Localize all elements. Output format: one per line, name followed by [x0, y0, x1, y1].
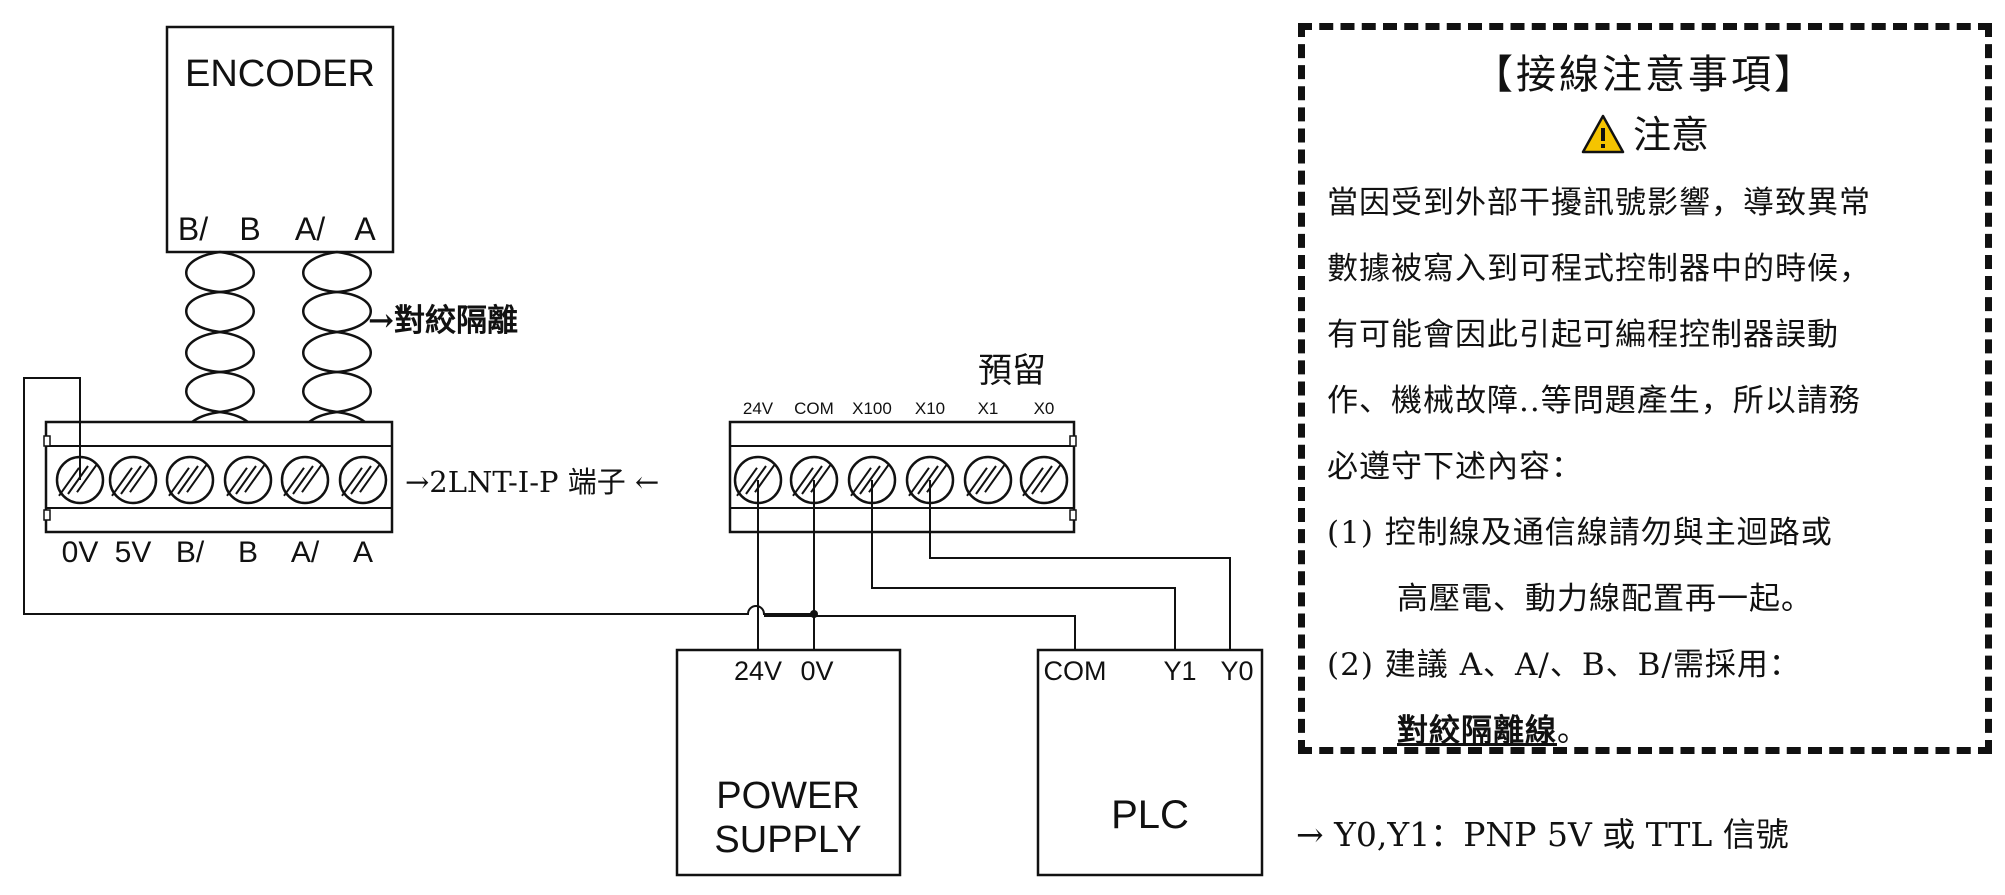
signal-note: → Y0,Y1：PNP 5V 或 TTL 信號	[1296, 815, 1789, 854]
notice-line: 必遵守下述內容：	[1327, 449, 1583, 485]
left-terminal-screw-3	[165, 455, 215, 505]
power-supply-name-line2: SUPPLY	[714, 819, 861, 861]
notice-item-2-emphasis: 對絞隔離線	[1397, 713, 1557, 749]
right-terminal-screw-5	[963, 455, 1013, 505]
left-terminal-label-0v: 0V	[62, 536, 99, 569]
wire-0v	[23, 377, 815, 650]
plc-pin-y0: Y0	[1220, 656, 1253, 686]
notice-line: 數據被寫入到可程式控制器中的時候，	[1327, 251, 1871, 287]
wires	[23, 377, 1231, 650]
encoder-title: ENCODER	[185, 53, 375, 95]
twisted-pair-label: →對絞隔離	[368, 303, 518, 339]
encoder-pin-b: B	[239, 211, 260, 247]
right-terminal-label-24v: 24V	[743, 399, 774, 418]
right-terminal-screw-6	[1019, 455, 1069, 505]
power-supply-block: 24V 0V POWER SUPPLY	[675, 648, 902, 877]
left-terminal-label-b: B	[238, 536, 258, 569]
left-terminal-screw-4	[223, 455, 273, 505]
power-supply-pin-24v: 24V	[734, 656, 782, 686]
right-terminal-label-com: COM	[794, 399, 834, 418]
left-terminal-screw-6	[338, 455, 388, 505]
notice-line: 當因受到外部干擾訊號影響，導致異常	[1327, 185, 1871, 221]
wire-x100	[871, 480, 1176, 650]
notice-paragraph: 當因受到外部干擾訊號影響，導致異常 數據被寫入到可程式控制器中的時候， 有可能會…	[1327, 170, 1963, 500]
caution-text: 注意	[1632, 113, 1709, 157]
right-terminal-label-x10: X10	[915, 399, 945, 418]
notice-line: 有可能會因此引起可編程控制器誤動	[1327, 317, 1839, 353]
left-terminal-bottom-labels: 0V 5V B/ B A/ A	[62, 536, 373, 569]
notice-item-2-end: 。	[1557, 713, 1589, 749]
notice-item-1-line2: 高壓電、動力線配置再一起。	[1397, 581, 1813, 617]
left-terminal-screw-5	[280, 455, 330, 505]
left-terminal-label-a: A	[353, 536, 373, 569]
left-terminal-label-5v: 5V	[115, 536, 152, 569]
notice-line: 作、機械故障..等問題產生，所以請務	[1327, 383, 1861, 419]
encoder-pin-a: A	[354, 211, 376, 247]
notice-item-1-line1: (1) 控制線及通信線請勿與主迴路或	[1327, 515, 1833, 551]
right-terminal-label-x0: X0	[1034, 399, 1055, 418]
notice-item-2-line1: (2) 建議 A、A/、B、B/需採用：	[1327, 647, 1801, 683]
encoder-pin-b-bar: B/	[178, 211, 208, 247]
notice-item-1: (1) 控制線及通信線請勿與主迴路或 高壓電、動力線配置再一起。	[1327, 500, 1963, 632]
wiring-notice-box: 【接線注意事項】 注意 當因受到外部干擾訊號影響，導致異常 數據被寫入到可程式控…	[1298, 23, 1992, 754]
plc-block: COM Y1 Y0 PLC	[1036, 648, 1264, 877]
wire-plc-com	[764, 615, 1076, 650]
notice-item-2: (2) 建議 A、A/、B、B/需採用： 對絞隔離線。	[1327, 632, 1963, 764]
caution-heading: 注意	[1327, 106, 1963, 164]
right-terminal-block: 預留 24V COM X100 X10 X1 X0	[728, 351, 1077, 534]
plc-name: PLC	[1111, 793, 1189, 837]
left-terminal-label-a-bar: A/	[291, 536, 320, 569]
right-terminal-label-x1: X1	[978, 399, 999, 418]
left-terminal-screw-2	[108, 455, 158, 505]
encoder-block: ENCODER B/ B A/ A	[165, 25, 395, 254]
encoder-pin-a-bar: A/	[295, 211, 325, 247]
plc-pin-y1: Y1	[1163, 656, 1196, 686]
reserved-label: 預留	[978, 351, 1046, 391]
warning-icon	[1581, 114, 1625, 154]
notice-title: 【接線注意事項】	[1473, 52, 1817, 98]
left-terminal-block: 0V 5V B/ B A/ A	[43, 420, 394, 569]
power-supply-name-line1: POWER	[716, 775, 860, 817]
power-supply-pin-0v: 0V	[800, 656, 833, 686]
terminal-model-label: →2LNT-I-P 端子 ←	[405, 465, 659, 499]
right-terminal-label-x100: X100	[852, 399, 892, 418]
twisted-pair-cable-b	[185, 250, 255, 454]
left-terminal-label-b-bar: B/	[176, 536, 205, 569]
junction-dot	[810, 610, 818, 618]
twisted-pair-cable-a	[302, 250, 372, 454]
plc-pin-com: COM	[1044, 656, 1107, 686]
right-terminal-top-labels: 24V COM X100 X10 X1 X0	[743, 399, 1055, 418]
wire-x10	[929, 480, 1231, 650]
